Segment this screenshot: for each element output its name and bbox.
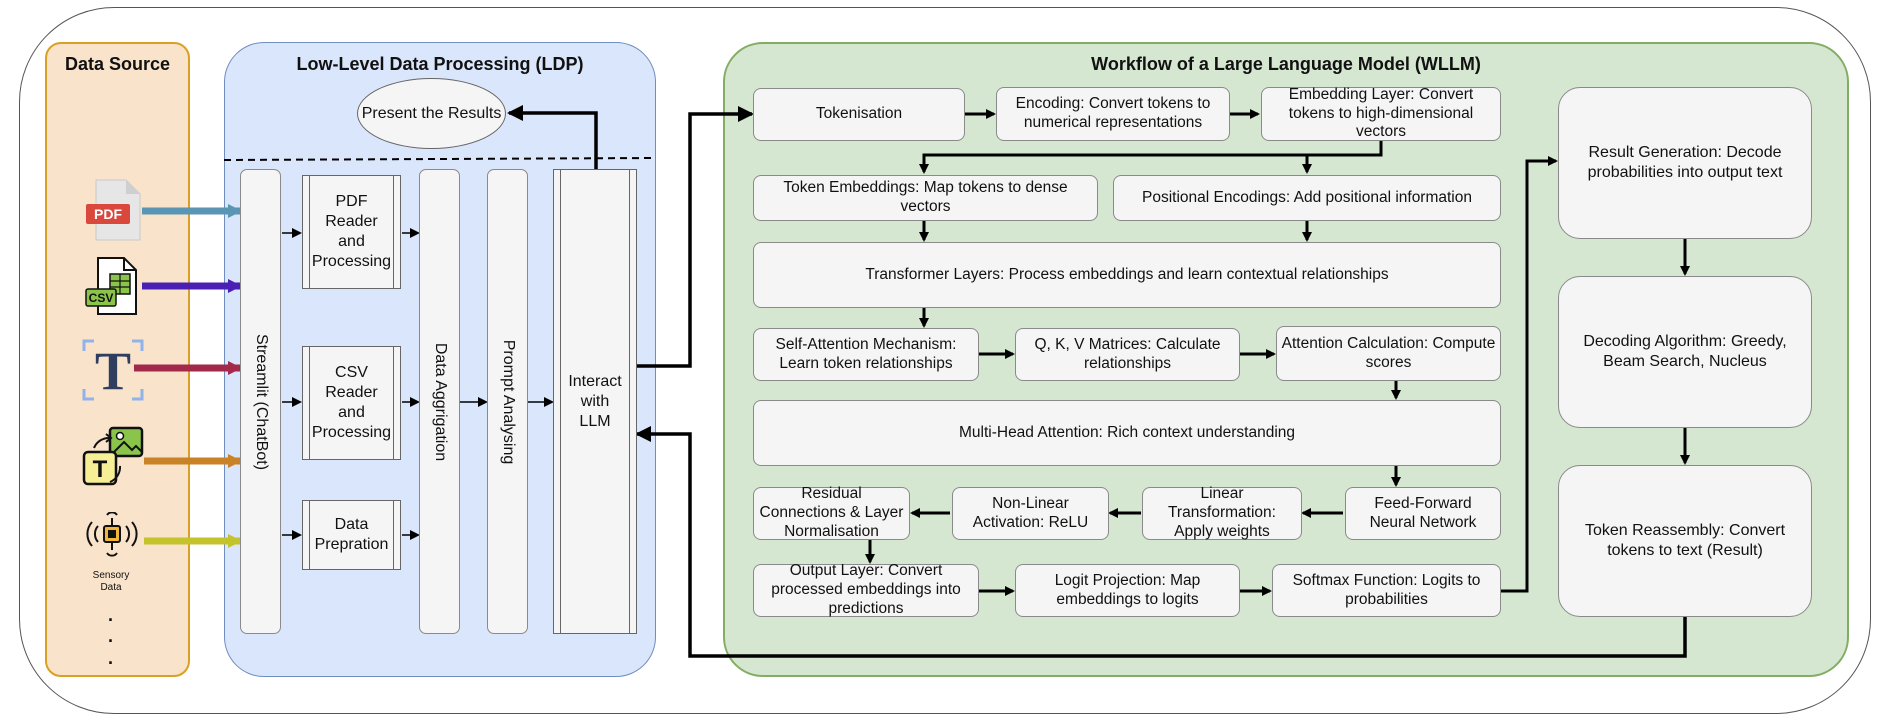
attention-calculation-node: Attention Calculation: Compute scores [1276,326,1501,381]
token-embeddings-node: Token Embeddings: Map tokens to dense ve… [753,175,1098,221]
self-attention-node: Self-Attention Mechanism: Learn token re… [753,328,979,381]
encoding-node: Encoding: Convert tokens to numerical re… [996,87,1230,141]
data-preparation-node: Data Prepration [302,500,401,570]
image-text-icon-letter: T [93,456,108,483]
decoding-algorithm-node: Decoding Algorithm: Greedy, Beam Search,… [1558,276,1812,428]
data-aggregation-column: Data Aggrigation [419,169,460,634]
token-reassembly-node: Token Reassembly: Convert tokens to text… [1558,465,1812,617]
transformer-layers-node: Transformer Layers: Process embeddings a… [753,242,1501,308]
more-dot-3: . [108,648,114,668]
streamlit-label: Streamlit (ChatBot) [252,333,270,470]
streamlit-chatbot-column: Streamlit (ChatBot) [240,169,281,634]
qkv-matrices-node: Q, K, V Matrices: Calculate relationship… [1015,328,1240,381]
csv-reader-node: CSV Reader and Processing [302,346,401,460]
data-source-panel [45,42,190,677]
positional-encodings-node: Positional Encodings: Add positional inf… [1113,175,1501,221]
image-text-icon: T [82,426,144,486]
linear-transformation-node: Linear Transformation: Apply weights [1142,485,1302,540]
data-aggregation-label: Data Aggrigation [431,342,449,461]
output-layer-node: Output Layer: Convert processed embeddin… [753,562,979,617]
ldp-title: Low-Level Data Processing (LDP) [296,54,584,74]
prompt-analysing-label: Prompt Analysing [499,339,517,464]
text-icon: T [82,339,144,401]
wllm-title: Workflow of a Large Language Model (WLLM… [1091,54,1481,74]
csv-file-icon: CSV [85,257,137,315]
more-dot-1: . [108,605,114,625]
pdf-label: PDF [94,206,122,222]
sensor-label: Sensory Data [92,570,130,593]
tokenisation-node: Tokenisation [753,88,965,141]
sensor-icon [86,512,138,557]
feed-forward-node: Feed-Forward Neural Network [1345,487,1501,540]
result-generation-node: Result Generation: Decode probabilities … [1558,87,1812,239]
present-results-node: Present the Results [357,78,506,149]
nonlinear-activation-node: Non-Linear Activation: ReLU [952,487,1109,540]
multi-head-attention-node: Multi-Head Attention: Rich context under… [753,400,1501,466]
data-source-title: Data Source [64,54,171,74]
interact-llm-node: Interact with LLM [553,169,637,634]
more-dot-2: . [108,626,114,646]
pdf-reader-node: PDF Reader and Processing [302,175,401,289]
pdf-file-icon: PDF [86,179,141,241]
residual-connections-node: Residual Connections & Layer Normalisati… [753,485,910,540]
logit-projection-node: Logit Projection: Map embeddings to logi… [1015,564,1240,617]
softmax-function-node: Softmax Function: Logits to probabilitie… [1272,564,1501,617]
embedding-layer-node: Embedding Layer: Convert tokens to high-… [1261,86,1501,141]
text-icon-letter: T [95,341,131,401]
prompt-analysing-column: Prompt Analysing [487,169,528,634]
csv-label: CSV [89,291,114,305]
